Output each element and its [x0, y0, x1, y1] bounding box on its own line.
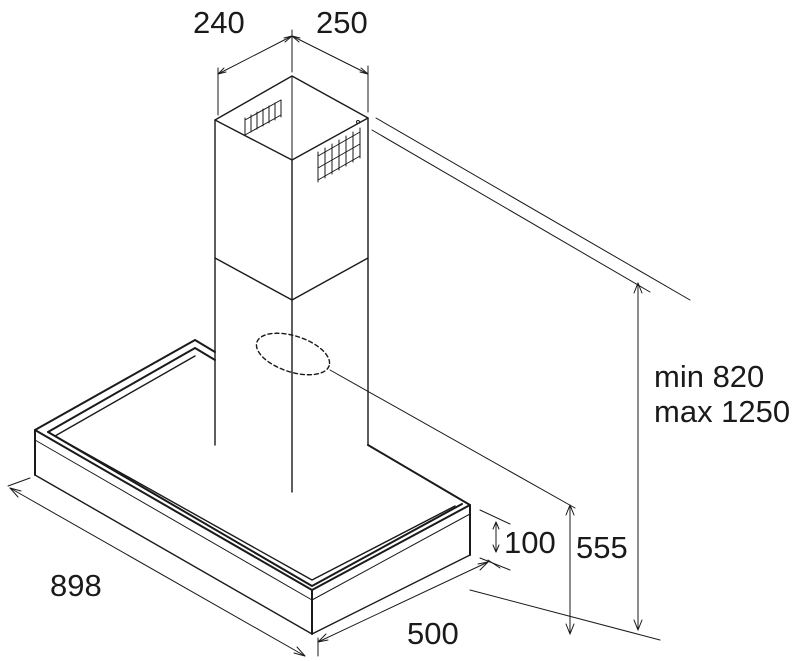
vent-grille-left — [244, 99, 282, 136]
hood-depth-label: 500 — [407, 616, 459, 651]
air-outlet-outline — [255, 332, 331, 376]
chimney-width-label: 250 — [316, 5, 368, 40]
hood-edge-height-label: 100 — [504, 525, 556, 560]
vent-grille-right — [317, 127, 361, 183]
chimney — [214, 75, 369, 493]
hood-total-height-label: 555 — [576, 530, 628, 565]
hood-width-label: 898 — [50, 568, 102, 603]
dimension-lines — [7, 29, 691, 657]
height-max-label: max 1250 — [654, 394, 790, 429]
hood-canopy — [34, 339, 471, 635]
chimney-depth-label: 240 — [193, 5, 245, 40]
height-min-label: min 820 — [654, 359, 764, 394]
